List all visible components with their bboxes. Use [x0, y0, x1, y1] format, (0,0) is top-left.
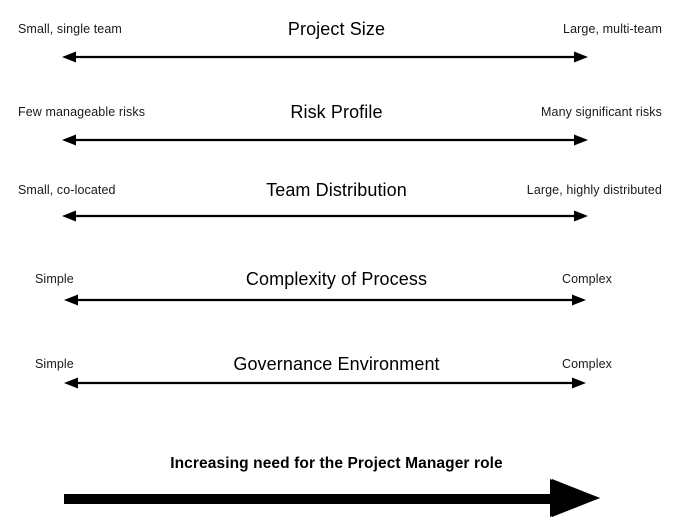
summary-arrow-caption: Increasing need for the Project Manager …: [170, 455, 503, 472]
scale-title-project-size: Project Size: [287, 19, 386, 39]
double-arrow-icon-governance-environment: [62, 375, 588, 391]
scale-right-label-complexity-of-process: Complex: [561, 272, 612, 286]
scale-right-label-governance-environment: Complex: [561, 357, 612, 371]
double-arrow-icon-team-distribution: [60, 208, 590, 224]
scale-right-label-project-size: Large, multi-team: [563, 22, 662, 36]
double-arrow-icon-project-size: [60, 49, 590, 65]
scale-title-governance-environment: Governance Environment: [233, 354, 440, 374]
scale-left-label-project-size: Small, single team: [18, 22, 122, 36]
double-arrow-icon-risk-profile: [60, 132, 590, 148]
scale-right-label-team-distribution: Large, highly distributed: [526, 183, 662, 197]
scale-left-label-governance-environment: Simple: [35, 357, 74, 371]
scale-title-team-distribution: Team Distribution: [266, 180, 407, 200]
scale-title-risk-profile: Risk Profile: [290, 102, 383, 122]
bold-right-arrow-icon: [60, 475, 605, 524]
scale-right-label-risk-profile: Many significant risks: [541, 105, 662, 119]
scale-title-complexity-of-process: Complexity of Process: [245, 269, 428, 289]
double-arrow-icon-complexity-of-process: [62, 292, 588, 308]
scale-left-label-risk-profile: Few manageable risks: [18, 105, 146, 119]
scale-left-label-complexity-of-process: Simple: [35, 272, 74, 286]
scale-left-label-team-distribution: Small, co-located: [18, 183, 116, 197]
